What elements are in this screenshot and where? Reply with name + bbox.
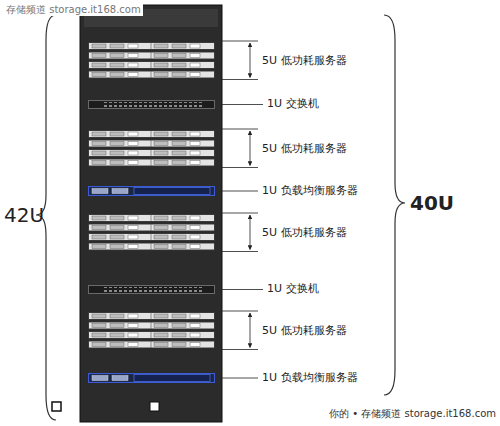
part-label: 1U 交换机 — [267, 97, 319, 111]
part-label: 1U 负载均衡服务器 — [262, 371, 358, 385]
leader-lines — [222, 41, 263, 378]
rack-foot — [150, 402, 159, 411]
watermark: 你的 • 存储频道 storage.it168.com — [329, 407, 496, 420]
brace-40u — [384, 15, 405, 395]
part-label: 5U 低功耗服务器 — [262, 324, 347, 338]
part-label: 5U 低功耗服务器 — [262, 54, 347, 68]
part-label: 1U 负载均衡服务器 — [262, 184, 358, 198]
part-label: 1U 交换机 — [267, 282, 319, 296]
dimension-label: 42U — [4, 202, 44, 228]
dimension-label: 40U — [410, 190, 454, 216]
marker-square — [52, 402, 61, 411]
part-label: 5U 低功耗服务器 — [262, 142, 347, 156]
watermark: 存储频道 storage.it168.com — [4, 3, 143, 16]
rack-cabinet — [80, 5, 222, 422]
part-label: 5U 低功耗服务器 — [262, 226, 347, 240]
